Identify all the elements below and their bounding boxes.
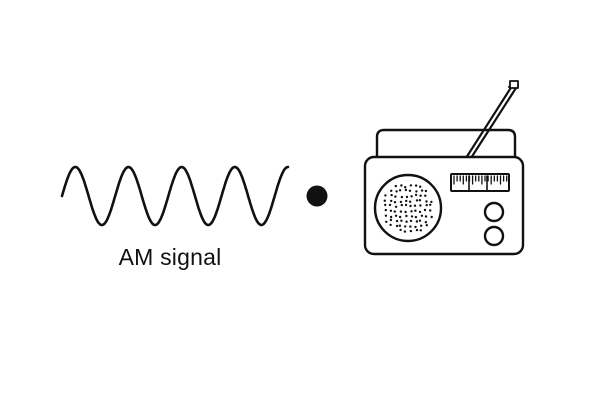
speaker-icon — [373, 173, 443, 243]
speaker-hole — [404, 203, 408, 207]
speaker-hole — [409, 225, 412, 228]
speaker-hole — [393, 210, 396, 213]
speaker-hole — [395, 224, 399, 228]
speaker-hole — [413, 204, 417, 207]
speaker-hole — [424, 189, 428, 193]
speaker-hole — [408, 200, 412, 203]
speaker-hole — [385, 220, 388, 223]
speaker-hole — [390, 199, 393, 203]
speaker-hole — [415, 220, 419, 223]
speaker-hole — [424, 221, 428, 224]
speaker-hole — [390, 189, 393, 192]
speaker-hole — [420, 189, 424, 192]
signal-label: AM signal — [118, 244, 222, 270]
speaker-hole — [414, 209, 417, 212]
speaker-hole — [404, 186, 407, 189]
speaker-hole — [418, 199, 422, 202]
speaker-hole — [384, 214, 388, 217]
speaker-hole — [425, 200, 428, 203]
speaker-hole — [419, 229, 422, 232]
speaker-hole — [384, 203, 387, 207]
speaker-hole — [423, 208, 427, 212]
tuning-dial-icon — [450, 173, 510, 192]
speaker-hole — [404, 225, 407, 228]
speaker-hole — [414, 225, 417, 229]
speaker-hole — [398, 224, 402, 227]
speaker-hole — [389, 215, 393, 219]
speaker-hole — [399, 200, 403, 204]
speaker-hole — [430, 200, 433, 204]
speaker-hole — [395, 190, 398, 193]
speaker-hole — [398, 215, 402, 219]
speaker-hole — [410, 210, 413, 213]
speaker-hole — [384, 208, 387, 212]
speaker-hole — [414, 184, 418, 187]
speaker-hole — [425, 224, 428, 227]
speaker-hole — [404, 210, 407, 214]
speaker-hole — [399, 228, 402, 232]
speaker-hole — [389, 218, 393, 222]
speaker-hole — [390, 193, 393, 197]
speaker-hole — [430, 215, 433, 219]
speaker-hole — [420, 214, 424, 217]
speaker-hole — [409, 229, 413, 233]
speaker-hole — [415, 228, 419, 232]
speaker-hole — [393, 201, 397, 204]
speaker-hole — [410, 195, 413, 198]
tuning-knob-icon — [483, 225, 505, 247]
speaker-hole — [400, 184, 403, 187]
speaker-hole — [424, 194, 427, 197]
speaker-hole — [394, 184, 397, 188]
sine-wave-icon — [60, 165, 290, 227]
dot-icon — [306, 185, 328, 207]
speaker-hole — [389, 223, 392, 227]
speaker-hole — [420, 224, 423, 227]
speaker-hole — [404, 188, 408, 192]
speaker-hole — [409, 184, 413, 187]
speaker-hole — [399, 210, 403, 213]
radio-icon — [363, 80, 525, 256]
speaker-hole — [400, 203, 403, 207]
speaker-hole — [398, 189, 402, 192]
speaker-hole — [429, 209, 432, 212]
speaker-hole — [414, 193, 418, 197]
speaker-hole — [389, 209, 393, 212]
speaker-hole — [419, 185, 422, 188]
speaker-hole — [415, 199, 419, 202]
speaker-hole — [415, 190, 418, 193]
antenna-icon — [464, 80, 519, 160]
speaker-hole — [410, 215, 414, 218]
speaker-hole — [405, 199, 408, 203]
speaker-hole — [394, 214, 398, 217]
speaker-hole — [384, 194, 387, 197]
speaker-hole — [400, 219, 403, 222]
speaker-hole — [405, 195, 409, 199]
speaker-hole — [429, 203, 432, 206]
speaker-hole — [408, 189, 412, 192]
speaker-hole — [405, 214, 408, 218]
speaker-hole — [383, 199, 386, 202]
speaker-hole — [418, 219, 422, 222]
speaker-hole — [425, 203, 428, 207]
volume-knob-icon — [483, 201, 505, 223]
speaker-hole — [424, 215, 428, 218]
speaker-hole — [400, 195, 404, 199]
speaker-hole — [405, 220, 408, 223]
speaker-hole — [414, 215, 418, 219]
speaker-hole — [419, 194, 422, 197]
speaker-hole — [403, 230, 407, 233]
speaker-hole — [394, 195, 397, 198]
speaker-hole — [409, 219, 413, 223]
speaker-hole — [394, 205, 398, 208]
speaker-hole — [395, 219, 399, 223]
speaker-hole — [418, 210, 422, 214]
radio-handle — [375, 128, 517, 160]
speaker-hole — [409, 204, 412, 208]
speaker-hole — [388, 203, 392, 207]
speaker-hole — [419, 204, 422, 207]
